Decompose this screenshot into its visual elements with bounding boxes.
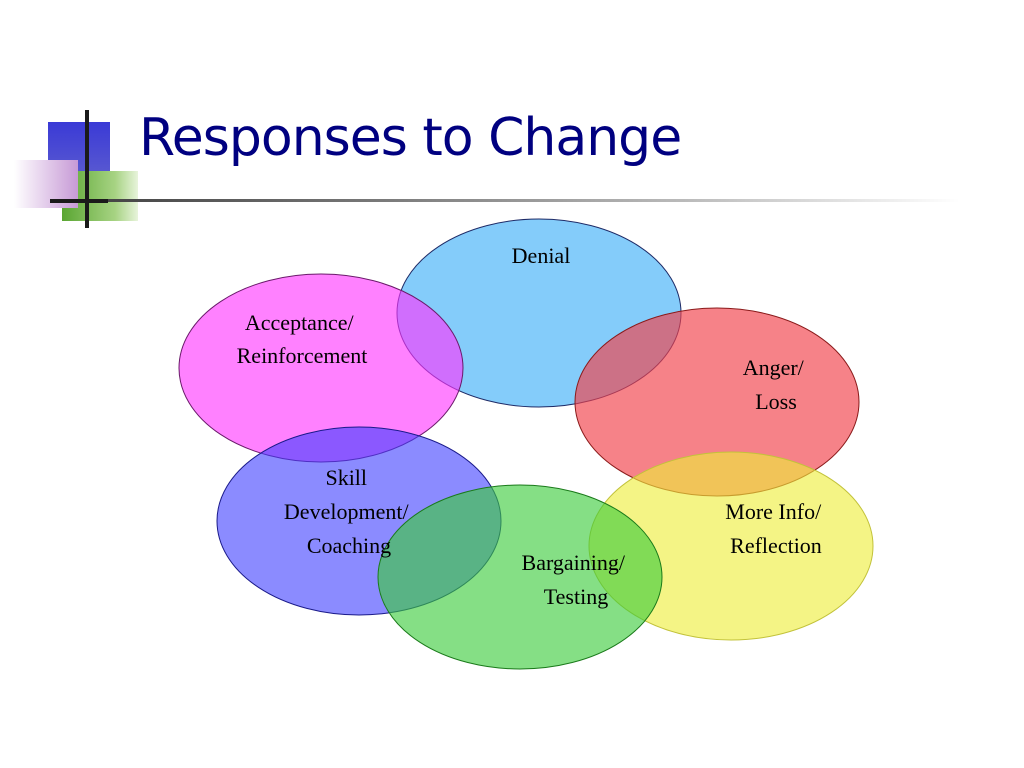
denial-label: Denial	[512, 243, 571, 268]
acceptance-label: Acceptance/ Reinforcement	[237, 310, 368, 368]
decor-horizontal-line	[50, 199, 108, 203]
more-info-label: More Info/ Reflection	[725, 499, 826, 558]
skill-label: Skill Development/ Coaching	[284, 465, 414, 558]
bargaining-ellipse	[377, 484, 663, 670]
anger-label: Anger/ Loss	[743, 355, 810, 414]
slide-title: Responses to Change	[139, 108, 682, 168]
decor-vertical-line	[85, 110, 89, 228]
bargaining-label: Bargaining/ Testing	[522, 550, 631, 609]
title-underline	[50, 199, 960, 202]
